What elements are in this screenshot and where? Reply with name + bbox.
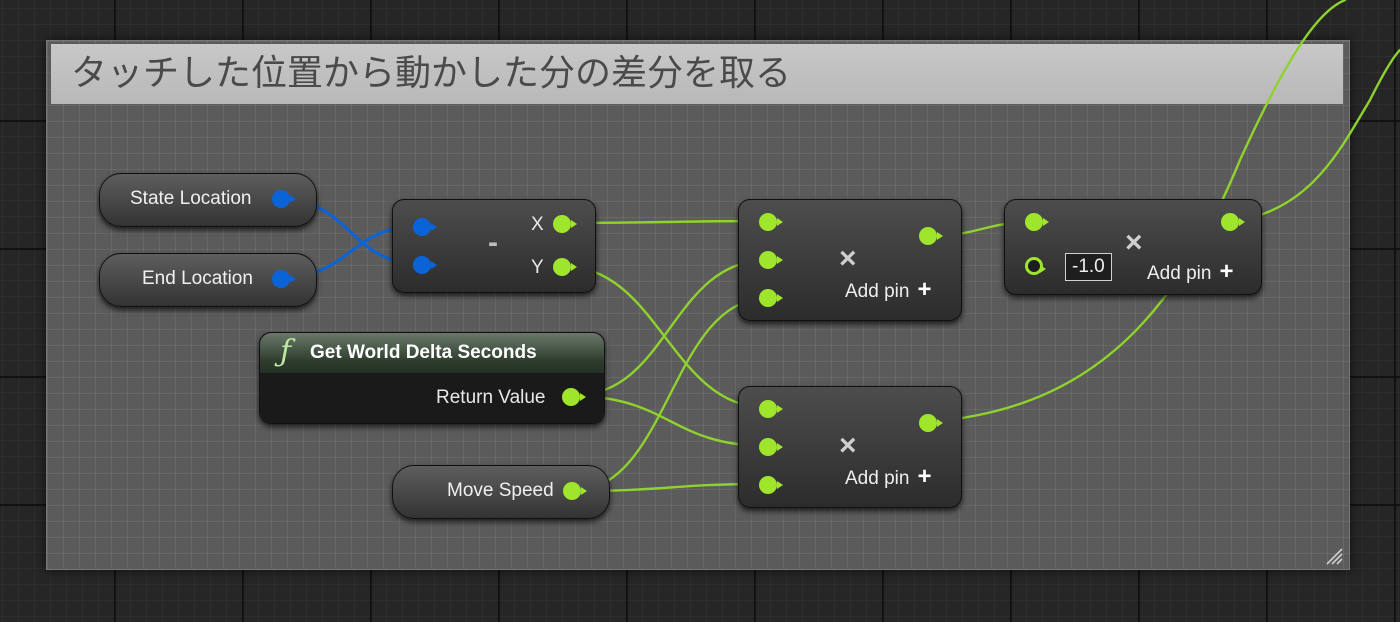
- multiply-top-node[interactable]: × Add pin +: [738, 199, 962, 321]
- plus-icon: +: [917, 276, 932, 303]
- wire-neg-out: [1228, 48, 1400, 224]
- return-value-label: Return Value: [436, 387, 546, 408]
- comment-box[interactable]: タッチした位置から動かした分の差分を取る: [46, 40, 1350, 570]
- return-value-output-pin[interactable]: [562, 388, 586, 406]
- function-icon: ƒ: [280, 334, 292, 369]
- multiply-bottom-add-pin-button[interactable]: Add pin +: [845, 463, 931, 491]
- multiply-top-add-pin-button[interactable]: Add pin +: [845, 276, 931, 304]
- subtract-y-output-pin[interactable]: [553, 258, 577, 276]
- wire-delta-to-mul-top: [570, 258, 770, 398]
- multiply-negate-add-pin-button[interactable]: Add pin +: [1147, 258, 1233, 286]
- move-speed-label: Move Speed: [447, 480, 554, 501]
- subtract-input-b-pin[interactable]: [413, 256, 437, 274]
- multiply-negate-input-2-pin[interactable]: [1025, 257, 1046, 275]
- end-location-label: End Location: [142, 268, 253, 289]
- plus-icon: +: [1219, 258, 1234, 285]
- move-speed-node[interactable]: Move Speed: [392, 465, 610, 519]
- add-pin-label: Add pin: [845, 468, 910, 489]
- multiply-negate-value-field[interactable]: -1.0: [1065, 253, 1112, 281]
- plus-icon: +: [917, 463, 932, 490]
- multiply-bottom-node[interactable]: × Add pin +: [738, 386, 962, 508]
- multiply-negate-operator: ×: [1125, 226, 1143, 259]
- resize-grip-icon[interactable]: [1323, 545, 1343, 565]
- function-header: [260, 333, 604, 373]
- get-world-delta-seconds-node[interactable]: ƒ Get World Delta Seconds Return Value: [259, 332, 605, 424]
- multiply-top-output-pin[interactable]: [919, 227, 943, 245]
- multiply-bottom-output-pin[interactable]: [919, 414, 943, 432]
- multiply-bottom-operator: ×: [839, 429, 857, 462]
- add-pin-label: Add pin: [845, 281, 910, 302]
- multiply-bottom-input-3-pin[interactable]: [759, 476, 783, 494]
- move-speed-output-pin[interactable]: [563, 482, 587, 500]
- wire-y-to-mul-bottom: [560, 264, 770, 410]
- subtract-input-a-pin[interactable]: [413, 218, 437, 236]
- multiply-negate-node[interactable]: -1.0 × Add pin +: [1004, 199, 1262, 295]
- function-body: [260, 373, 604, 423]
- end-location-node[interactable]: End Location: [99, 253, 317, 307]
- multiply-negate-output-pin[interactable]: [1221, 213, 1245, 231]
- state-location-output-pin[interactable]: [272, 190, 296, 208]
- multiply-top-input-1-pin[interactable]: [759, 213, 783, 231]
- multiply-bottom-input-1-pin[interactable]: [759, 400, 783, 418]
- subtract-node[interactable]: - X Y: [392, 199, 596, 293]
- multiply-top-input-2-pin[interactable]: [759, 251, 783, 269]
- comment-title[interactable]: タッチした位置から動かした分の差分を取る: [51, 44, 1343, 104]
- subtract-x-output-pin[interactable]: [553, 215, 577, 233]
- subtract-x-label: X: [531, 214, 544, 235]
- subtract-operator: -: [488, 226, 498, 259]
- multiply-top-operator: ×: [839, 242, 857, 275]
- function-title: Get World Delta Seconds: [310, 342, 537, 363]
- multiply-negate-input-1-pin[interactable]: [1025, 213, 1049, 231]
- end-location-output-pin[interactable]: [272, 270, 296, 288]
- add-pin-label: Add pin: [1147, 263, 1212, 284]
- state-location-node[interactable]: State Location: [99, 173, 317, 227]
- multiply-bottom-input-2-pin[interactable]: [759, 438, 783, 456]
- state-location-label: State Location: [130, 188, 252, 209]
- subtract-y-label: Y: [531, 257, 544, 278]
- multiply-top-input-3-pin[interactable]: [759, 289, 783, 307]
